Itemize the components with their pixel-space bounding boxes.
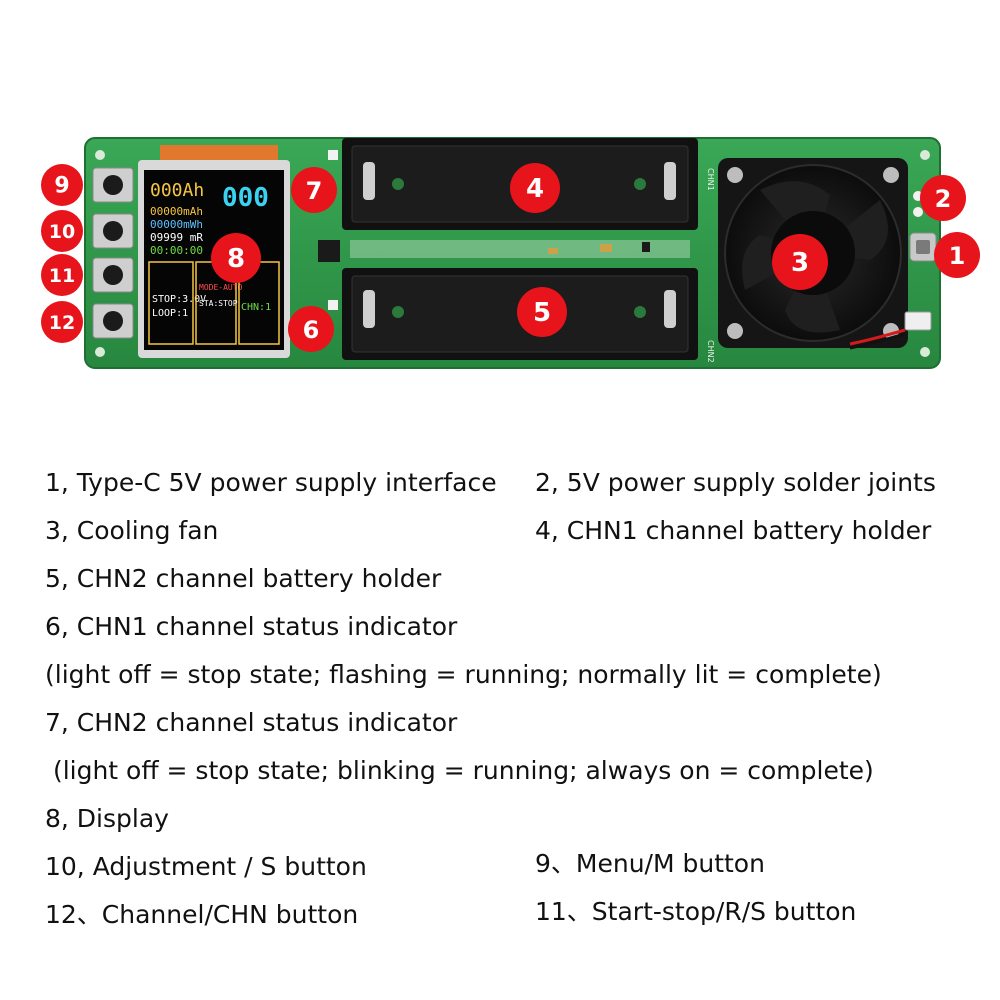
marker-4: 4	[510, 163, 560, 213]
lcd-channel: CHN:1	[241, 302, 271, 313]
marker-5: 5	[517, 287, 567, 337]
lcd-status: STA:STOP	[199, 299, 238, 308]
lcd-big-value: 000	[222, 183, 269, 213]
svg-text:11: 11	[49, 265, 75, 287]
legend-item-3: 3, Cooling fan	[45, 516, 219, 545]
legend-item-4: 4, CHN1 channel battery holder	[535, 516, 932, 545]
svg-text:4: 4	[526, 174, 544, 204]
svg-text:2: 2	[935, 185, 952, 213]
legend-item-2: 2, 5V power supply solder joints	[535, 468, 936, 497]
chn1-silkscreen: CHN1	[706, 168, 715, 191]
marker-8: 8	[211, 233, 261, 283]
svg-text:5: 5	[533, 298, 551, 328]
legend-item-5: 5, CHN2 channel battery holder	[45, 564, 442, 593]
legend-item-1: 1, Type-C 5V power supply interface	[45, 468, 497, 497]
power-wire	[849, 311, 932, 350]
marker-10: 10	[41, 210, 83, 252]
svg-text:6: 6	[303, 316, 320, 344]
marker-1: 1	[934, 232, 980, 278]
legend-item-9: 9、Menu/M button	[535, 849, 765, 878]
chn2-silkscreen: CHN2	[706, 340, 715, 363]
channel-button-switch	[92, 303, 134, 339]
marker-7: 7	[291, 167, 337, 213]
menu-button-switch	[92, 167, 134, 203]
lcd-line-mr: 09999 mR	[150, 231, 203, 244]
legend-item-12: 12、Channel/CHN button	[45, 900, 359, 929]
svg-text:8: 8	[227, 244, 245, 274]
adjust-button-switch	[92, 213, 134, 249]
center-components	[318, 240, 690, 262]
legend-item-6-note: (light off = stop state; flashing = runn…	[45, 660, 882, 689]
legend-item-8: 8, Display	[45, 804, 169, 833]
marker-9: 9	[41, 164, 83, 206]
start-stop-button-switch	[92, 257, 134, 293]
svg-text:12: 12	[49, 312, 75, 334]
chn1-status-led	[328, 300, 338, 310]
lcd-mode: STOP:3.0V	[152, 294, 206, 305]
board-illustration: 000Ah 000 00000mAh 00000mWh 09999 mR 00:…	[41, 137, 980, 369]
cooling-fan	[718, 158, 908, 348]
lcd-line-mwh: 00000mWh	[150, 218, 203, 231]
lcd-auto: MODE-AUTO	[199, 283, 243, 292]
marker-6: 6	[288, 306, 334, 352]
svg-text:7: 7	[306, 177, 323, 205]
legend-item-10: 10, Adjustment / S button	[45, 852, 367, 881]
marker-11: 11	[41, 254, 83, 296]
legend-item-7: 7, CHN2 channel status indicator	[45, 708, 458, 737]
type-c-port	[909, 232, 937, 262]
legend-item-6: 6, CHN1 channel status indicator	[45, 612, 458, 641]
legend-item-7-note: (light off = stop state; blinking = runn…	[45, 756, 874, 785]
svg-text:9: 9	[54, 174, 69, 199]
svg-text:10: 10	[49, 221, 75, 243]
marker-2: 2	[920, 175, 966, 221]
lcd-top-row: 000Ah	[150, 180, 204, 201]
lcd-line-time: 00:00:00	[150, 244, 203, 257]
chn2-status-led	[328, 150, 338, 160]
tactile-buttons	[92, 167, 134, 339]
lcd-loop: LOOP:1	[152, 308, 188, 319]
marker-3: 3	[772, 234, 828, 290]
marker-12: 12	[41, 301, 83, 343]
svg-text:1: 1	[949, 242, 966, 270]
legend-item-11: 11、Start-stop/R/S button	[535, 897, 857, 926]
lcd-line-mah: 00000mAh	[150, 205, 203, 218]
svg-text:3: 3	[791, 248, 809, 278]
